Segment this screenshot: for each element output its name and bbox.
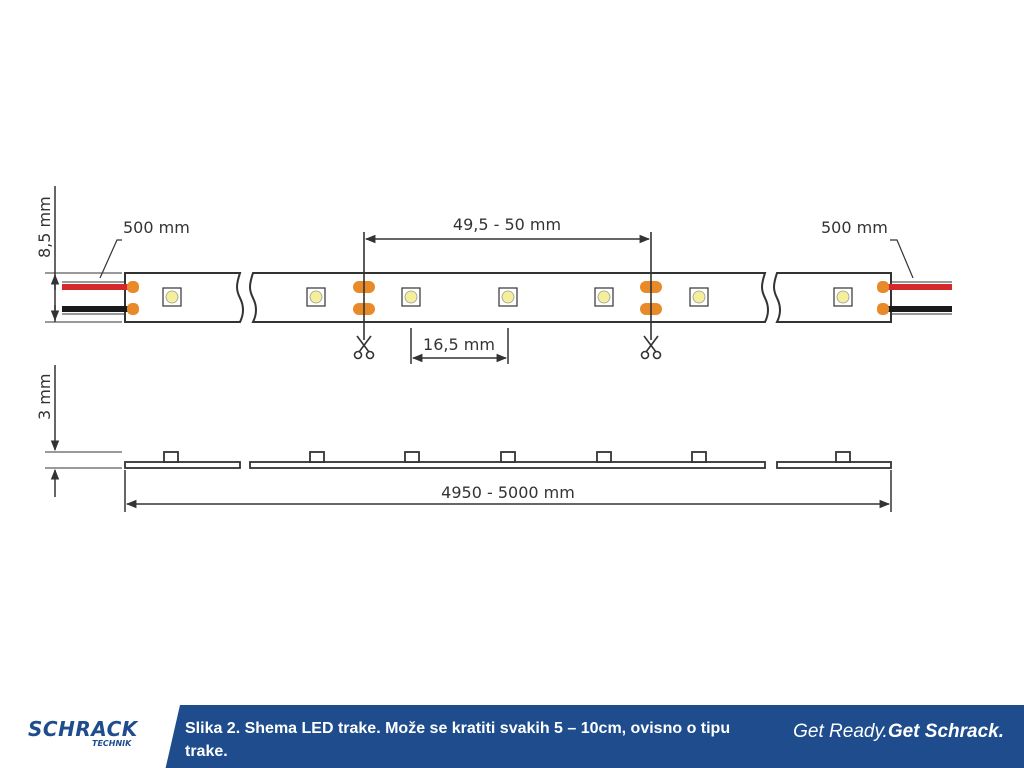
dimension-strip-thickness	[45, 365, 122, 497]
led-chip	[401, 287, 421, 307]
led-chip	[306, 287, 326, 307]
led-chip	[162, 287, 182, 307]
wires-left	[62, 281, 128, 315]
slogan-light: Get Ready.	[793, 721, 888, 742]
solder-pad	[877, 303, 889, 315]
led-chip	[594, 287, 614, 307]
led-pitch-label: 16,5 mm	[423, 335, 495, 354]
led-profile	[691, 451, 707, 463]
strip-width-label: 8,5 mm	[35, 196, 54, 258]
led-profile	[835, 451, 851, 463]
led-chip	[833, 287, 853, 307]
led-chip	[689, 287, 709, 307]
solder-pad	[877, 281, 889, 293]
led-profile	[596, 451, 612, 463]
dimension-led-pitch	[410, 328, 509, 364]
led-profile	[404, 451, 420, 463]
scissors-icon	[353, 232, 375, 360]
wire-leader-right	[890, 239, 914, 279]
wires-right	[888, 281, 952, 315]
footer-band: SCHRACK TECHNIK Slika 2. Shema LED trake…	[0, 705, 1024, 768]
wire-length-left-label: 500 mm	[123, 218, 190, 237]
solder-pad	[127, 303, 139, 315]
led-profile	[309, 451, 325, 463]
schrack-logo: SCHRACK TECHNIK	[0, 705, 180, 768]
solder-pad	[127, 281, 139, 293]
led-chip	[498, 287, 518, 307]
scissors-icon	[640, 232, 662, 360]
leds	[162, 287, 853, 307]
total-length-label: 4950 - 5000 mm	[441, 483, 575, 502]
strip-side-view	[124, 451, 892, 469]
wire-length-right-label: 500 mm	[821, 218, 888, 237]
led-strip-diagram: 49,5 - 50 mm 16,5 mm 500 mm 500 mm 8,5 m…	[35, 186, 952, 512]
slogan: Get Ready.Get Schrack.	[793, 721, 1004, 743]
logo-main-text: SCHRACK	[28, 717, 138, 741]
strip-top-view	[124, 272, 892, 323]
led-profile	[500, 451, 516, 463]
strip-thickness-label: 3 mm	[35, 374, 54, 420]
led-profile	[163, 451, 179, 463]
strip-segment-left	[124, 272, 244, 323]
cut-interval-label: 49,5 - 50 mm	[453, 215, 561, 234]
logo-sub-text: TECHNIK	[92, 739, 132, 748]
wire-leader-left	[99, 239, 122, 279]
slogan-bold: Get Schrack.	[887, 721, 1004, 742]
dimension-total-length	[124, 470, 892, 512]
strip-segment-right	[773, 272, 892, 323]
figure-caption: Slika 2. Shema LED trake. Može se kratit…	[185, 720, 731, 760]
dimension-strip-width	[45, 186, 122, 323]
